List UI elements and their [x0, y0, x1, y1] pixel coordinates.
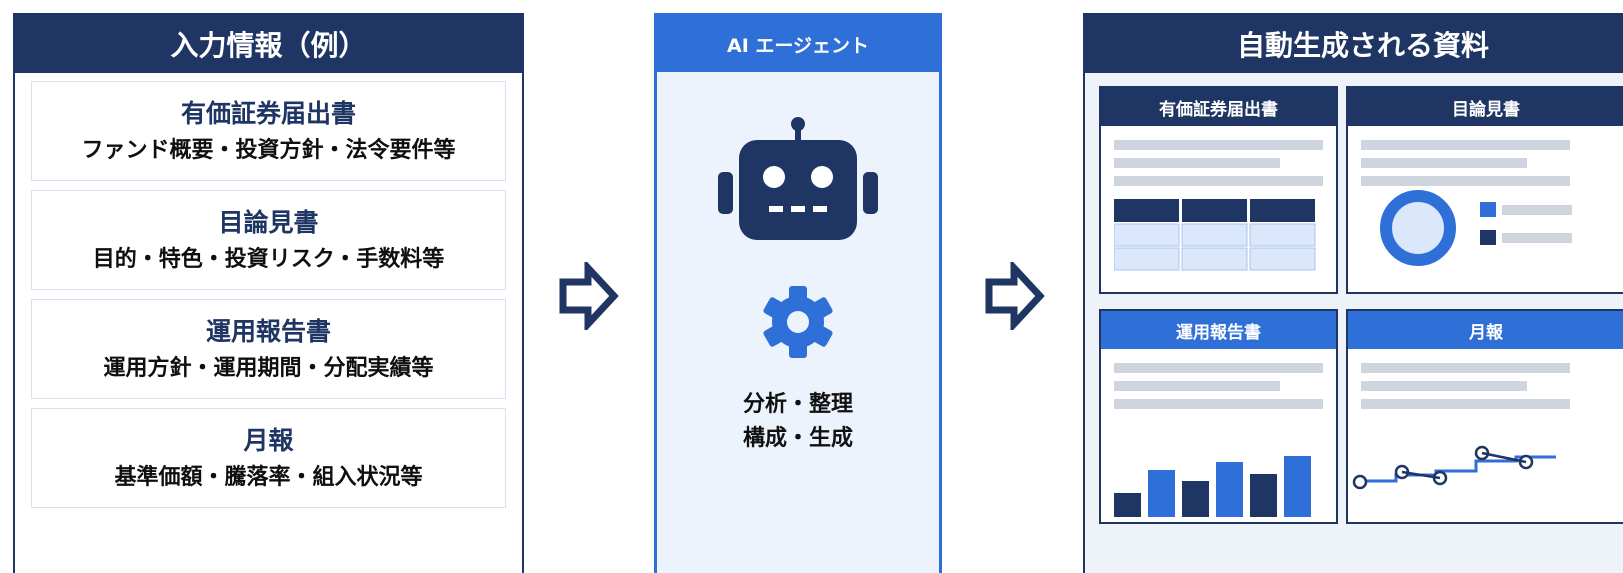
text-line: [1114, 140, 1323, 150]
output-panel: 自動生成される資料 有価証券届出書 目論見書: [1083, 13, 1623, 573]
agent-function-line2: 構成・生成: [742, 426, 853, 451]
line-chart-illustration: [1352, 445, 1556, 490]
table-illustration: [1114, 199, 1316, 271]
legend-swatch: [1480, 230, 1496, 245]
text-line: [1361, 176, 1570, 186]
text-line: [1361, 140, 1570, 150]
input-item-management-report: 運用報告書 運用方針・運用期間・分配実績等: [31, 299, 506, 399]
robot-icon: [718, 117, 878, 240]
text-line: [1114, 363, 1323, 373]
output-doc-management-report: 運用報告書: [1099, 309, 1338, 524]
text-line: [1361, 158, 1527, 168]
doc-title: 目論見書: [1348, 88, 1623, 126]
text-line: [1502, 205, 1572, 215]
text-line: [1114, 158, 1280, 168]
input-item-securities-registration: 有価証券届出書 ファンド概要・投資方針・法令要件等: [31, 81, 506, 181]
input-item-desc: 運用方針・運用期間・分配実績等: [103, 355, 434, 381]
output-panel-title: 自動生成される資料: [1085, 15, 1623, 73]
agent-functions: 分析・整理 構成・生成: [657, 388, 939, 456]
bar-chart-illustration: [1114, 456, 1311, 517]
text-line: [1361, 381, 1527, 391]
input-item-desc: ファンド概要・投資方針・法令要件等: [81, 137, 456, 163]
output-doc-prospectus: 目論見書: [1346, 86, 1623, 294]
input-item-title: 運用報告書: [205, 316, 331, 346]
output-doc-monthly-report: 月報: [1346, 309, 1623, 524]
doc-title: 有価証券届出書: [1101, 88, 1336, 126]
text-line: [1361, 399, 1570, 409]
doc-title: 運用報告書: [1101, 311, 1336, 349]
text-line: [1114, 176, 1323, 186]
agent-panel-title: AI エージェント: [657, 16, 939, 72]
gear-icon: [763, 286, 833, 358]
doc-title: 月報: [1348, 311, 1623, 349]
input-item-title: 目論見書: [218, 207, 319, 237]
input-item-prospectus: 目論見書 目的・特色・投資リスク・手数料等: [31, 190, 506, 290]
text-line: [1114, 399, 1323, 409]
input-item-desc: 基準価額・騰落率・組入状況等: [114, 464, 423, 490]
text-line: [1114, 381, 1280, 391]
input-panel: 入力情報（例） 有価証券届出書 ファンド概要・投資方針・法令要件等 目論見書 目…: [13, 13, 524, 573]
input-panel-title: 入力情報（例）: [15, 15, 522, 73]
output-doc-securities-registration: 有価証券届出書: [1099, 86, 1338, 294]
input-item-title: 有価証券届出書: [180, 98, 356, 128]
text-line: [1502, 233, 1572, 243]
arrow-right-icon: [559, 262, 619, 330]
legend-swatch: [1480, 202, 1496, 217]
agent-panel: AI エージェント 分析: [654, 13, 942, 573]
input-item-monthly-report: 月報 基準価額・騰落率・組入状況等: [31, 408, 506, 508]
input-item-title: 月報: [243, 425, 294, 455]
donut-chart-illustration: [1380, 190, 1456, 266]
input-item-desc: 目的・特色・投資リスク・手数料等: [92, 246, 445, 272]
arrow-right-icon: [985, 262, 1045, 330]
text-line: [1361, 363, 1570, 373]
agent-function-line1: 分析・整理: [742, 392, 853, 417]
